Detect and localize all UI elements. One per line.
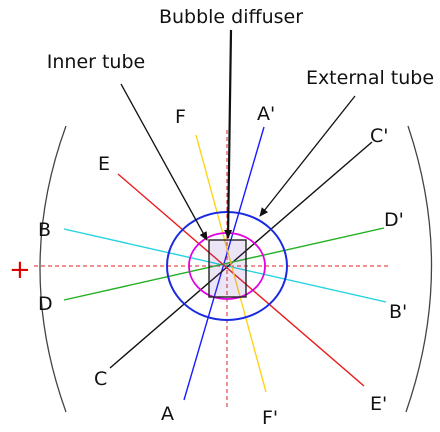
external-tube-label: External tube xyxy=(306,67,434,89)
inner-tube-label: Inner tube xyxy=(47,51,145,73)
bubble-diffuser-label: Bubble diffuser xyxy=(159,6,303,28)
line-f-f-prime xyxy=(195,134,267,393)
point-label-d: D xyxy=(38,293,53,315)
point-label-e-prime: E' xyxy=(370,393,387,415)
external-tube-ellipse xyxy=(166,211,288,321)
point-label-a-prime: A' xyxy=(257,103,275,125)
point-label-e: E xyxy=(98,153,110,175)
point-label-d-prime: D' xyxy=(384,209,404,231)
plus-sign: + xyxy=(9,255,31,285)
bubble-diffuser-box xyxy=(208,239,247,298)
right-outer-arc xyxy=(405,125,433,413)
point-label-f-prime: F' xyxy=(262,407,278,429)
point-label-b: B xyxy=(38,219,51,241)
left-outer-arc xyxy=(39,125,67,413)
inner-tube-arrow xyxy=(120,83,208,241)
point-label-a: A xyxy=(161,403,174,425)
line-d-d-prime xyxy=(63,227,385,301)
external-tube-arrow xyxy=(259,95,356,217)
point-label-c-prime: C' xyxy=(370,125,389,147)
bubble-diffuser-arrow xyxy=(224,29,233,239)
line-e-e-prime xyxy=(117,173,365,387)
line-c-c-prime xyxy=(109,141,373,369)
point-label-c: C xyxy=(94,368,107,390)
point-label-f: F xyxy=(175,106,186,128)
point-label-b-prime: B' xyxy=(389,301,407,323)
